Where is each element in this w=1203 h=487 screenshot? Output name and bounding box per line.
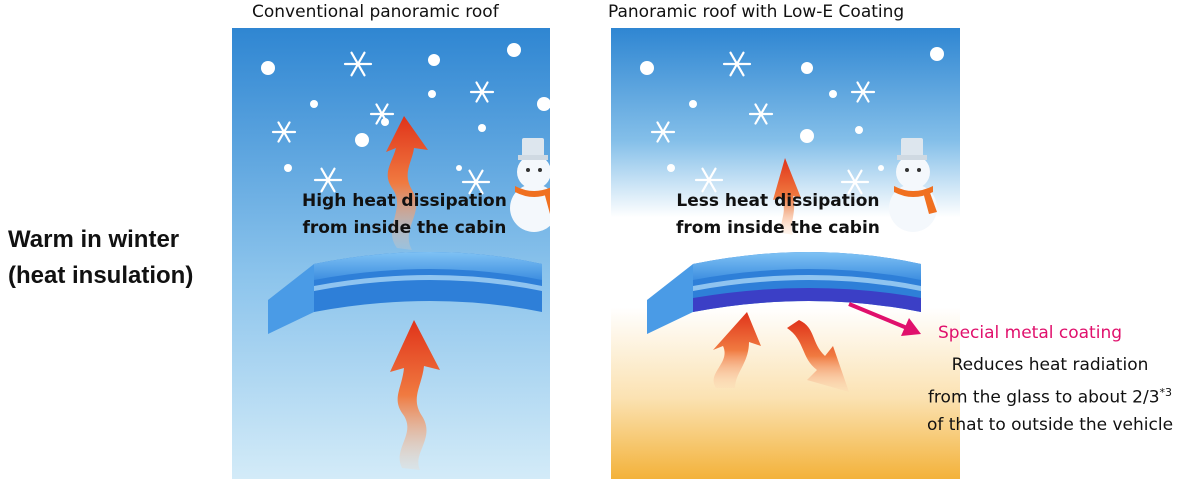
glass-panel-icon — [647, 252, 921, 334]
coating-description: Reduces heat radiation from the glass to… — [904, 352, 1196, 439]
left-panel-title: Conventional panoramic roof — [252, 2, 499, 22]
left-caption: High heat dissipation from inside the ca… — [302, 188, 507, 242]
left-caption-line1: High heat dissipation — [302, 191, 507, 211]
coating-description-line1: Reduces heat radiation — [951, 355, 1149, 375]
right-panel-title: Panoramic roof with Low-E Coating — [608, 2, 905, 22]
section-label-line2: (heat insulation) — [8, 262, 194, 289]
snowflake-icon — [840, 169, 870, 195]
snowflake-icon — [748, 103, 774, 125]
snowflake-icon — [313, 167, 343, 193]
snowflake-icon — [650, 121, 676, 143]
coating-description-line3: of that to outside the vehicle — [926, 414, 1174, 435]
coating-label: Special metal coating — [938, 323, 1123, 343]
heat-arrow-icon — [390, 320, 440, 470]
snowflake-icon — [271, 121, 297, 143]
glass-panel-icon — [268, 252, 542, 334]
section-label: Warm in winter (heat insulation) — [8, 222, 208, 294]
snowflake-icon — [722, 51, 752, 77]
right-panel — [611, 28, 960, 479]
right-panel-illustration — [611, 28, 960, 479]
coating-description-line2-main: from the glass to about 2/3 — [927, 387, 1160, 408]
heat-arrow-icon — [386, 116, 428, 250]
snowflake-icon — [850, 81, 876, 103]
snow-dots — [640, 47, 944, 172]
snowflake-icon — [343, 51, 373, 77]
right-caption-line2: from inside the cabin — [676, 218, 880, 238]
heat-arrow-icon — [773, 158, 801, 235]
left-panel-illustration — [232, 28, 550, 479]
coating-description-line2: from the glass to about 2/3*3 — [904, 379, 1196, 412]
snowman-icon — [889, 138, 937, 232]
right-caption-line1: Less heat dissipation — [676, 191, 880, 211]
right-caption: Less heat dissipation from inside the ca… — [676, 188, 880, 242]
snowman-icon — [510, 138, 550, 232]
snowflake-icon — [461, 169, 491, 195]
snowflake-icon — [369, 103, 395, 125]
snowflake-icon — [469, 81, 495, 103]
left-caption-line2: from inside the cabin — [302, 218, 507, 238]
section-label-line1: Warm in winter — [8, 226, 180, 253]
heat-arrow-icon — [787, 320, 849, 392]
heat-arrow-icon — [713, 312, 761, 388]
snow-dots — [261, 43, 550, 172]
snowflake-icon — [694, 167, 724, 193]
pointer-arrow-icon — [848, 302, 921, 336]
footnote-mark: *3 — [1159, 386, 1173, 399]
left-panel — [232, 28, 550, 479]
